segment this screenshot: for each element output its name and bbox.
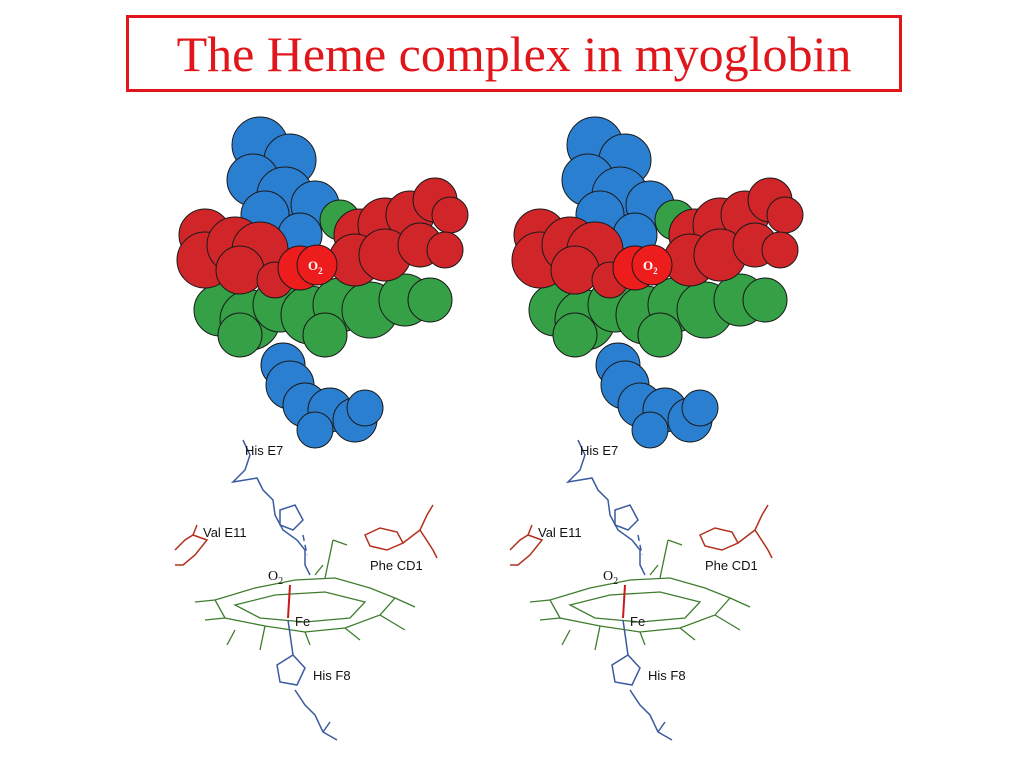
page-title: The Heme complex in myoglobin (176, 25, 852, 82)
label-his-e7: His E7 (580, 443, 618, 458)
space-filling-model-left (176, 116, 469, 449)
title-box: The Heme complex in myoglobin (126, 15, 902, 92)
label-o2: O2 (268, 569, 283, 587)
o2-label: O2 (643, 258, 658, 276)
label-his-e7: His E7 (245, 443, 283, 458)
stick-model-right (509, 439, 773, 741)
label-val-e11: Val E11 (538, 525, 582, 540)
label-phe-cd1: Phe CD1 (370, 558, 423, 573)
label-his-f8: His F8 (648, 668, 686, 683)
label-phe-cd1: Phe CD1 (705, 558, 758, 573)
label-his-f8: His F8 (313, 668, 351, 683)
stereo-right: O2 His E7 Val E11 Phe CD1 O2 Fe His F8 (509, 116, 804, 741)
label-o2: O2 (603, 569, 618, 587)
stereo-left: O2 His E7 Val E11 Phe CD1 (174, 116, 469, 741)
stick-model-left (174, 439, 438, 741)
label-fe: Fe (630, 614, 645, 629)
o2-label: O2 (308, 258, 323, 276)
label-fe: Fe (295, 614, 310, 629)
o2-atoms (612, 244, 673, 291)
o2-atoms (277, 244, 338, 291)
space-filling-model-right (511, 116, 804, 449)
label-val-e11: Val E11 (203, 525, 247, 540)
